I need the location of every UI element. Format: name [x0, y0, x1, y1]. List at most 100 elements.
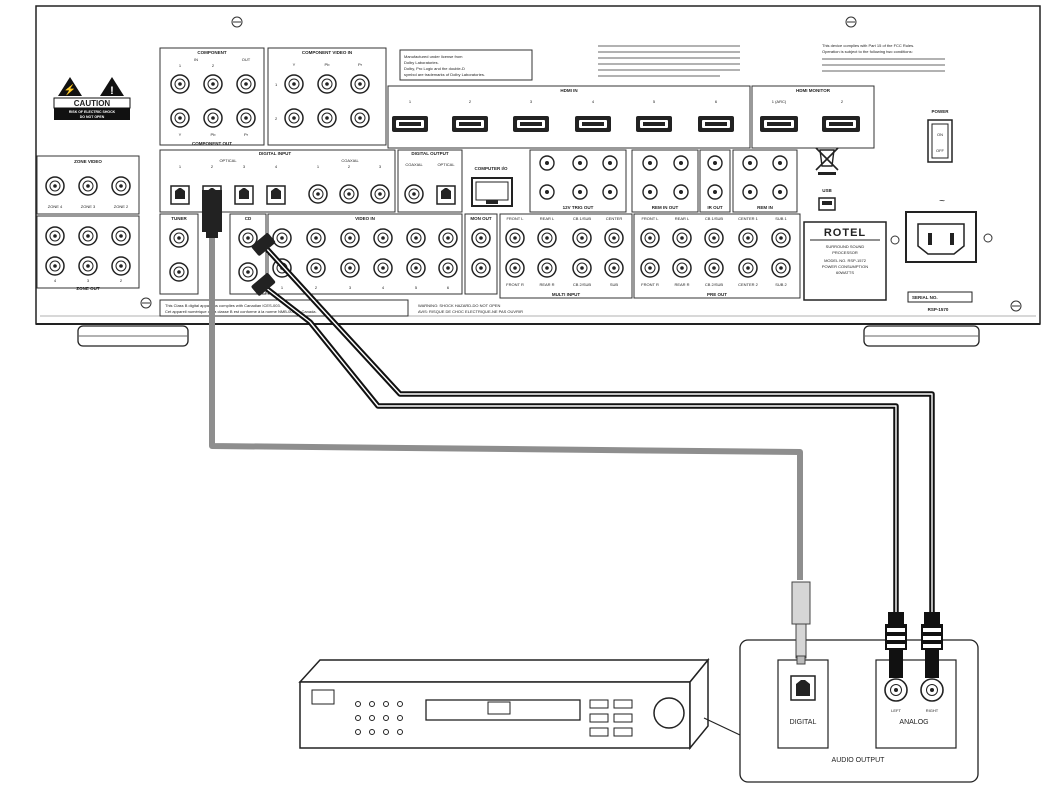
zone-video-jack[interactable] — [46, 177, 64, 195]
hdmi-port[interactable] — [452, 116, 488, 132]
power-on-label: ON — [937, 132, 943, 137]
component-jack[interactable] — [237, 109, 255, 127]
mon-out-jack[interactable] — [472, 259, 490, 277]
component-video-in-jack[interactable] — [351, 109, 369, 127]
tuner-jack[interactable] — [170, 229, 188, 247]
zone-video-jack[interactable] — [112, 177, 130, 195]
disc-tray[interactable] — [426, 700, 580, 720]
rem-jack[interactable] — [643, 156, 657, 170]
component-video-in-jack[interactable] — [285, 109, 303, 127]
pre-out-jack[interactable] — [673, 259, 691, 277]
usb-port[interactable] — [819, 198, 835, 210]
coaxial-input-jack[interactable] — [371, 185, 389, 203]
zone-out-jack[interactable] — [79, 257, 97, 275]
power-switch[interactable] — [928, 120, 952, 162]
tuner-jack[interactable] — [170, 263, 188, 281]
hdmi-port[interactable] — [575, 116, 611, 132]
zone-out-jack[interactable] — [112, 227, 130, 245]
zone-out-jack[interactable] — [112, 257, 130, 275]
multi-input-jack[interactable] — [538, 259, 556, 277]
pre-out-jack[interactable] — [739, 259, 757, 277]
rem-in-jack[interactable] — [773, 156, 787, 170]
coaxial-output-jack[interactable] — [405, 185, 423, 203]
source-rca-jack-right[interactable] — [921, 679, 943, 701]
component-video-in-jack[interactable] — [351, 75, 369, 93]
rem-in-jack[interactable] — [743, 156, 757, 170]
component-jack[interactable] — [204, 109, 222, 127]
optical-input-jack[interactable] — [235, 186, 253, 204]
rem-in-jack[interactable] — [743, 185, 757, 199]
video-in-jack[interactable] — [341, 259, 359, 277]
zone-out-jack[interactable] — [46, 227, 64, 245]
multi-input-jack[interactable] — [538, 229, 556, 247]
pre-out-jack[interactable] — [641, 259, 659, 277]
pre-out-jack[interactable] — [641, 229, 659, 247]
pre-out-jack[interactable] — [705, 259, 723, 277]
video-in-jack[interactable] — [307, 259, 325, 277]
pre-out-jack[interactable] — [772, 259, 790, 277]
hdmi-port[interactable] — [698, 116, 734, 132]
trigger-jack[interactable] — [603, 156, 617, 170]
video-in-jack[interactable] — [374, 229, 392, 247]
video-in-jack[interactable] — [273, 229, 291, 247]
coaxial-input-jack[interactable] — [309, 185, 327, 203]
video-in-jack[interactable] — [374, 259, 392, 277]
component-video-in-jack[interactable] — [285, 75, 303, 93]
hdmi-port[interactable] — [636, 116, 672, 132]
pre-out-jack[interactable] — [673, 229, 691, 247]
zone-out-jack[interactable] — [79, 227, 97, 245]
multi-input-jack[interactable] — [605, 229, 623, 247]
rem-jack[interactable] — [643, 185, 657, 199]
pre-out-jack[interactable] — [705, 229, 723, 247]
component-jack[interactable] — [204, 75, 222, 93]
ir-jack[interactable] — [708, 156, 722, 170]
ir-jack[interactable] — [708, 185, 722, 199]
component-jack[interactable] — [237, 75, 255, 93]
hdmi-port[interactable] — [513, 116, 549, 132]
video-in-jack[interactable] — [407, 229, 425, 247]
rem-jack[interactable] — [674, 156, 688, 170]
trigger-jack[interactable] — [573, 156, 587, 170]
component-video-in-jack[interactable] — [318, 75, 336, 93]
multi-input-jack[interactable] — [573, 229, 591, 247]
component-video-in-jack[interactable] — [318, 109, 336, 127]
hdmi-monitor-port[interactable] — [760, 116, 798, 132]
coaxial-input-jack[interactable] — [340, 185, 358, 203]
trigger-jack[interactable] — [573, 185, 587, 199]
hdmi-monitor-label: HDMI MONITOR — [796, 88, 831, 93]
hdmi-monitor-port[interactable] — [822, 116, 860, 132]
component-jack[interactable] — [171, 109, 189, 127]
video-in-jack[interactable] — [407, 259, 425, 277]
pre-out-jack[interactable] — [739, 229, 757, 247]
multi-input-jack[interactable] — [506, 259, 524, 277]
optical-output-jack[interactable] — [437, 186, 455, 204]
rem-jack[interactable] — [674, 185, 688, 199]
multi-input-jack[interactable] — [573, 259, 591, 277]
ethernet-port[interactable] — [472, 178, 512, 206]
zone-video-jack[interactable] — [79, 177, 97, 195]
cd-jack[interactable] — [239, 263, 257, 281]
trigger-jack[interactable] — [603, 185, 617, 199]
rem-in-jack[interactable] — [773, 185, 787, 199]
multi-input-jack[interactable] — [605, 259, 623, 277]
optical-input-jack[interactable] — [171, 186, 189, 204]
volume-knob[interactable] — [654, 698, 684, 728]
trigger-jack[interactable] — [540, 156, 554, 170]
source-rca-jack-left[interactable] — [885, 679, 907, 701]
trigger-jack[interactable] — [540, 185, 554, 199]
pre-out-jack[interactable] — [772, 229, 790, 247]
zone-out-jack[interactable] — [46, 257, 64, 275]
optical-input-jack[interactable] — [267, 186, 285, 204]
digital-input-coaxial-label: COAXIAL — [341, 158, 359, 163]
hdmi-port[interactable] — [392, 116, 428, 132]
digital-output-coaxial-label: COAXIAL — [405, 162, 423, 167]
multi-input-jack[interactable] — [506, 229, 524, 247]
video-in-jack[interactable] — [439, 229, 457, 247]
mon-out-jack[interactable] — [472, 229, 490, 247]
source-optical-jack[interactable] — [791, 676, 815, 700]
component-jack[interactable] — [171, 75, 189, 93]
video-in-jack[interactable] — [341, 229, 359, 247]
digital-input-optical-label: OPTICAL — [219, 158, 237, 163]
video-in-jack[interactable] — [307, 229, 325, 247]
video-in-jack[interactable] — [439, 259, 457, 277]
